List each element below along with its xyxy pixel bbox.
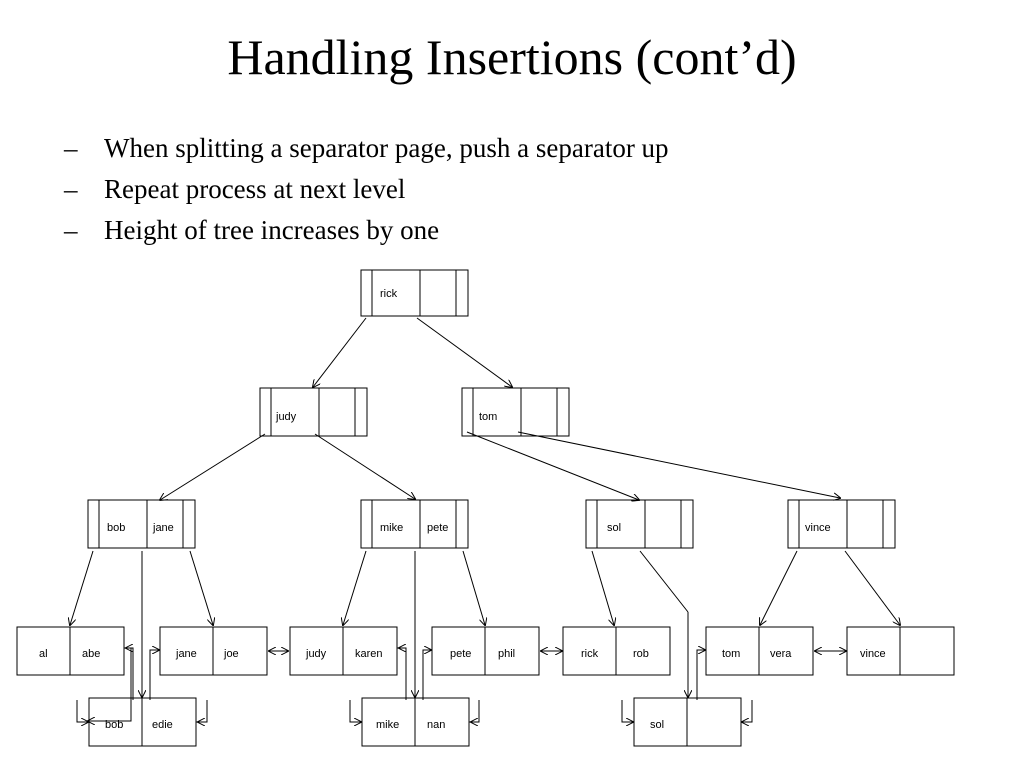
root-node: rick [360, 269, 469, 317]
level1-key: judy [275, 411, 297, 423]
level2-node: sol [585, 499, 694, 549]
bullet-dash: – [64, 174, 78, 204]
leaf-key: jane [175, 648, 197, 660]
level2-key: mike [380, 522, 403, 534]
level1-node: tom [461, 387, 570, 437]
leaf-key: al [39, 648, 48, 660]
leaf-key: rob [633, 648, 649, 660]
leaf-key: rick [581, 648, 599, 660]
level2-key: jane [152, 522, 174, 534]
level2-node: mike pete [360, 499, 469, 549]
level2-key: vince [805, 522, 831, 534]
leaf-key: tom [722, 648, 740, 660]
child-pointers [70, 317, 900, 697]
leaf-page: pete phil [431, 626, 540, 676]
level1-node: judy [259, 387, 368, 437]
bullet-dash: – [64, 215, 78, 245]
leaf-key: mike [376, 719, 399, 731]
leaf-page: rick rob [562, 626, 671, 676]
slide-title: Handling Insertions (cont’d) [227, 29, 797, 85]
leaf-key: bob [105, 719, 123, 731]
leaf-key: vera [770, 648, 792, 660]
leaf-page: al abe [16, 626, 125, 676]
level2-node: vince [787, 499, 896, 549]
leaf-page: judy karen [289, 626, 398, 676]
bullet-item: –When splitting a separator page, push a… [64, 133, 669, 174]
level1-key: tom [479, 411, 497, 423]
overflow-leaf-page: sol [633, 697, 742, 747]
overflow-leaf-page: bob edie [88, 697, 197, 747]
leaf-key: joe [223, 648, 239, 660]
level2-key: pete [427, 522, 448, 534]
leaf-key: abe [82, 648, 100, 660]
level2-node: bob jane [87, 499, 196, 549]
leaf-key: judy [305, 648, 327, 660]
leaf-key: pete [450, 648, 471, 660]
leaf-page: tom vera [705, 626, 814, 676]
leaf-key: vince [860, 648, 886, 660]
leaf-page: vince [846, 626, 955, 676]
root-key: rick [380, 288, 398, 300]
overflow-leaf-page: mike nan [361, 697, 470, 747]
bullet-item: –Height of tree increases by one [64, 215, 669, 256]
level2-key: sol [607, 522, 621, 534]
leaf-key: nan [427, 719, 445, 731]
leaf-key: phil [498, 648, 515, 660]
bullet-dash: – [64, 133, 78, 163]
bullet-list: –When splitting a separator page, push a… [64, 133, 669, 256]
level2-key: bob [107, 522, 125, 534]
leaf-key: karen [355, 648, 383, 660]
leaf-key: sol [650, 719, 664, 731]
leaf-chain [76, 648, 846, 722]
leaf-page: jane joe [159, 626, 268, 676]
bullet-text: Height of tree increases by one [104, 215, 440, 245]
bullet-text: Repeat process at next level [104, 174, 406, 204]
leaf-key: edie [152, 719, 173, 731]
bullet-text: When splitting a separator page, push a … [104, 133, 669, 163]
bullet-item: –Repeat process at next level [64, 174, 669, 215]
